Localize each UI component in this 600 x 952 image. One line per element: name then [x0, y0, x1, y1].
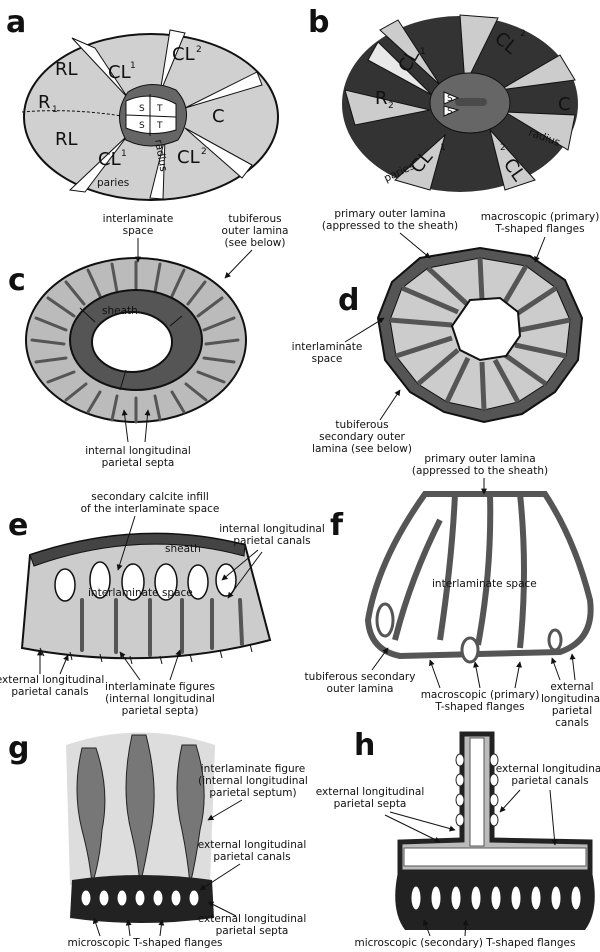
panel-g-septa-1: external longitudinal: [198, 913, 306, 925]
panel-a-s2: S: [139, 121, 145, 131]
panel-d-interlaminate-2: space: [312, 353, 343, 365]
panel-e-canals-2: parietal canals: [233, 535, 310, 547]
panel-a-letter: a: [6, 5, 26, 40]
panel-e-figures-2: (internal longitudinal: [105, 693, 215, 705]
panel-e-space: interlaminate space: [88, 587, 193, 599]
panel-g: g interlaminate figure (internal longitu…: [8, 731, 308, 949]
panel-b-cl1-sup: 1: [420, 47, 426, 57]
panel-a-cl1-top: CL: [108, 62, 131, 83]
panel-g-letter: g: [8, 731, 29, 766]
panel-h-canals-2: parietal canals: [511, 775, 588, 787]
panel-a-t1: T: [156, 104, 163, 114]
panel-e: e sheath interlaminate space secondary c…: [0, 491, 325, 717]
panel-b-cl2-sup: 2: [520, 29, 526, 39]
panel-f-flanges-2: T-shaped flanges: [434, 701, 524, 713]
panel-g-canals-1: external longitudinal: [198, 839, 306, 851]
panel-g-canals-2: parietal canals: [213, 851, 290, 863]
panel-b-letter: b: [308, 5, 329, 40]
panel-a-s1: S: [139, 104, 145, 114]
panel-h-flanges: microscopic (secondary) T-shaped flanges: [355, 937, 576, 949]
panel-f-external-4: canals: [555, 717, 589, 729]
panel-a-r1-sub: 1: [52, 105, 58, 115]
panel-f-letter: f: [330, 508, 344, 543]
panel-d-tubiferous-3: lamina (see below): [312, 443, 412, 455]
panel-b: b S S CL 1 CL 2 R 2 C radius CL 1 CL 2 p…: [308, 5, 578, 192]
panel-c-letter: c: [8, 263, 26, 298]
panel-b-cl2-bottom-sup: 2: [500, 143, 506, 153]
panel-e-figures-3: parietal septa): [122, 705, 199, 717]
panel-c-tubiferous-3: (see below): [225, 237, 286, 249]
panel-a-c: C: [212, 106, 225, 127]
panel-g-septa-2: parietal septa: [216, 925, 289, 937]
panel-c-septa-1: internal longitudinal: [85, 445, 191, 457]
panel-e-infill-2: of the interlaminate space: [81, 503, 220, 515]
panel-f-space: interlaminate space: [432, 578, 537, 590]
panel-a-cl2-bottom: CL: [177, 147, 200, 168]
panel-d-flanges-1: macroscopic (primary): [481, 211, 600, 223]
panel-a-cl2-bottom-sup: 2: [201, 147, 207, 157]
panel-e-external-1: external longitudinal: [0, 674, 104, 686]
panel-a-cl2-top-sup: 2: [196, 45, 202, 55]
panel-b-r2-sub: 2: [388, 101, 394, 111]
panel-d-primary-2: (appressed to the sheath): [322, 220, 458, 232]
panel-a-radius: radius: [152, 138, 169, 172]
panel-d: d primary outer lamina (appressed to the…: [292, 208, 600, 455]
panel-a-rl-bottom: RL: [55, 129, 78, 150]
panel-a-r1: R: [38, 92, 51, 113]
panel-f-flanges-1: macroscopic (primary): [421, 689, 540, 701]
panel-c-tubiferous-1: tubiferous: [228, 213, 281, 225]
panel-a-t2: T: [156, 121, 163, 131]
panel-d-tubiferous-1: tubiferous: [335, 419, 388, 431]
panel-c-interlaminate-1: interlaminate: [103, 213, 174, 225]
panel-b-c: C: [558, 94, 571, 115]
panel-c: c sheath interlaminate space tubiferous …: [8, 213, 288, 469]
panel-d-tubiferous-2: secondary outer: [319, 431, 405, 443]
panel-a-cl1-top-sup: 1: [130, 61, 136, 71]
panel-f-external-2: longitudinal: [541, 693, 600, 705]
panel-e-external-2: parietal canals: [11, 686, 88, 698]
panel-e-infill-1: secondary calcite infill: [91, 491, 209, 503]
panel-a: a S S T T radius CL 1 CL 2 RL R 1 RL C C…: [6, 5, 279, 201]
panel-f-primary-1: primary outer lamina: [424, 453, 535, 465]
panel-e-figures-1: interlaminate figures: [105, 681, 215, 693]
panel-d-flanges-2: T-shaped flanges: [494, 223, 584, 235]
panel-b-s2: S: [447, 107, 453, 117]
panel-g-flanges: microscopic T-shaped flanges: [67, 937, 222, 949]
panel-d-primary-1: primary outer lamina: [334, 208, 445, 220]
panel-a-cl2-top: CL: [172, 44, 195, 65]
panel-d-interlaminate-1: interlaminate: [292, 341, 363, 353]
panel-c-sheath: sheath: [102, 305, 138, 317]
panel-a-cl1-bottom-sup: 1: [121, 149, 127, 159]
panel-a-cl1-bottom: CL: [98, 149, 121, 170]
panel-g-figure-3: parietal septum): [209, 787, 296, 799]
panel-f-primary-2: (appressed to the sheath): [412, 465, 548, 477]
panel-f-tubiferous-1: tubiferous secondary: [305, 671, 416, 683]
panel-c-tubiferous-2: outer lamina: [222, 225, 289, 237]
panel-b-s1: S: [447, 94, 453, 104]
panel-e-letter: e: [8, 508, 28, 543]
panel-h-letter: h: [354, 728, 375, 763]
panel-h-septa-1: external longitudinal: [316, 786, 424, 798]
panel-a-paries: paries: [97, 177, 129, 189]
panel-g-figure-2: (internal longitudinal: [198, 775, 308, 787]
panel-f-external-1: external: [550, 681, 593, 693]
panel-d-letter: d: [338, 283, 359, 318]
panel-e-canals-1: internal longitudinal: [219, 523, 325, 535]
panel-c-septa-2: parietal septa: [102, 457, 175, 469]
panel-f-external-3: parietal: [552, 705, 592, 717]
panel-h-septa-2: parietal septa: [334, 798, 407, 810]
panel-b-r2: R: [375, 88, 388, 109]
panel-h-canals-1: external longitudinal: [496, 763, 600, 775]
panel-e-sheath: sheath: [165, 543, 201, 555]
panel-c-interlaminate-2: space: [123, 225, 154, 237]
panel-g-figure-1: interlaminate figure: [201, 763, 305, 775]
panel-b-cl1-bottom-sup: 1: [440, 143, 446, 153]
panel-f-tubiferous-2: outer lamina: [327, 683, 394, 695]
panel-a-rl-top: RL: [55, 59, 78, 80]
panel-h: h external longitudinal parietal septa e…: [316, 728, 600, 949]
panel-f: f interlaminate space primary outer lami…: [305, 453, 600, 729]
